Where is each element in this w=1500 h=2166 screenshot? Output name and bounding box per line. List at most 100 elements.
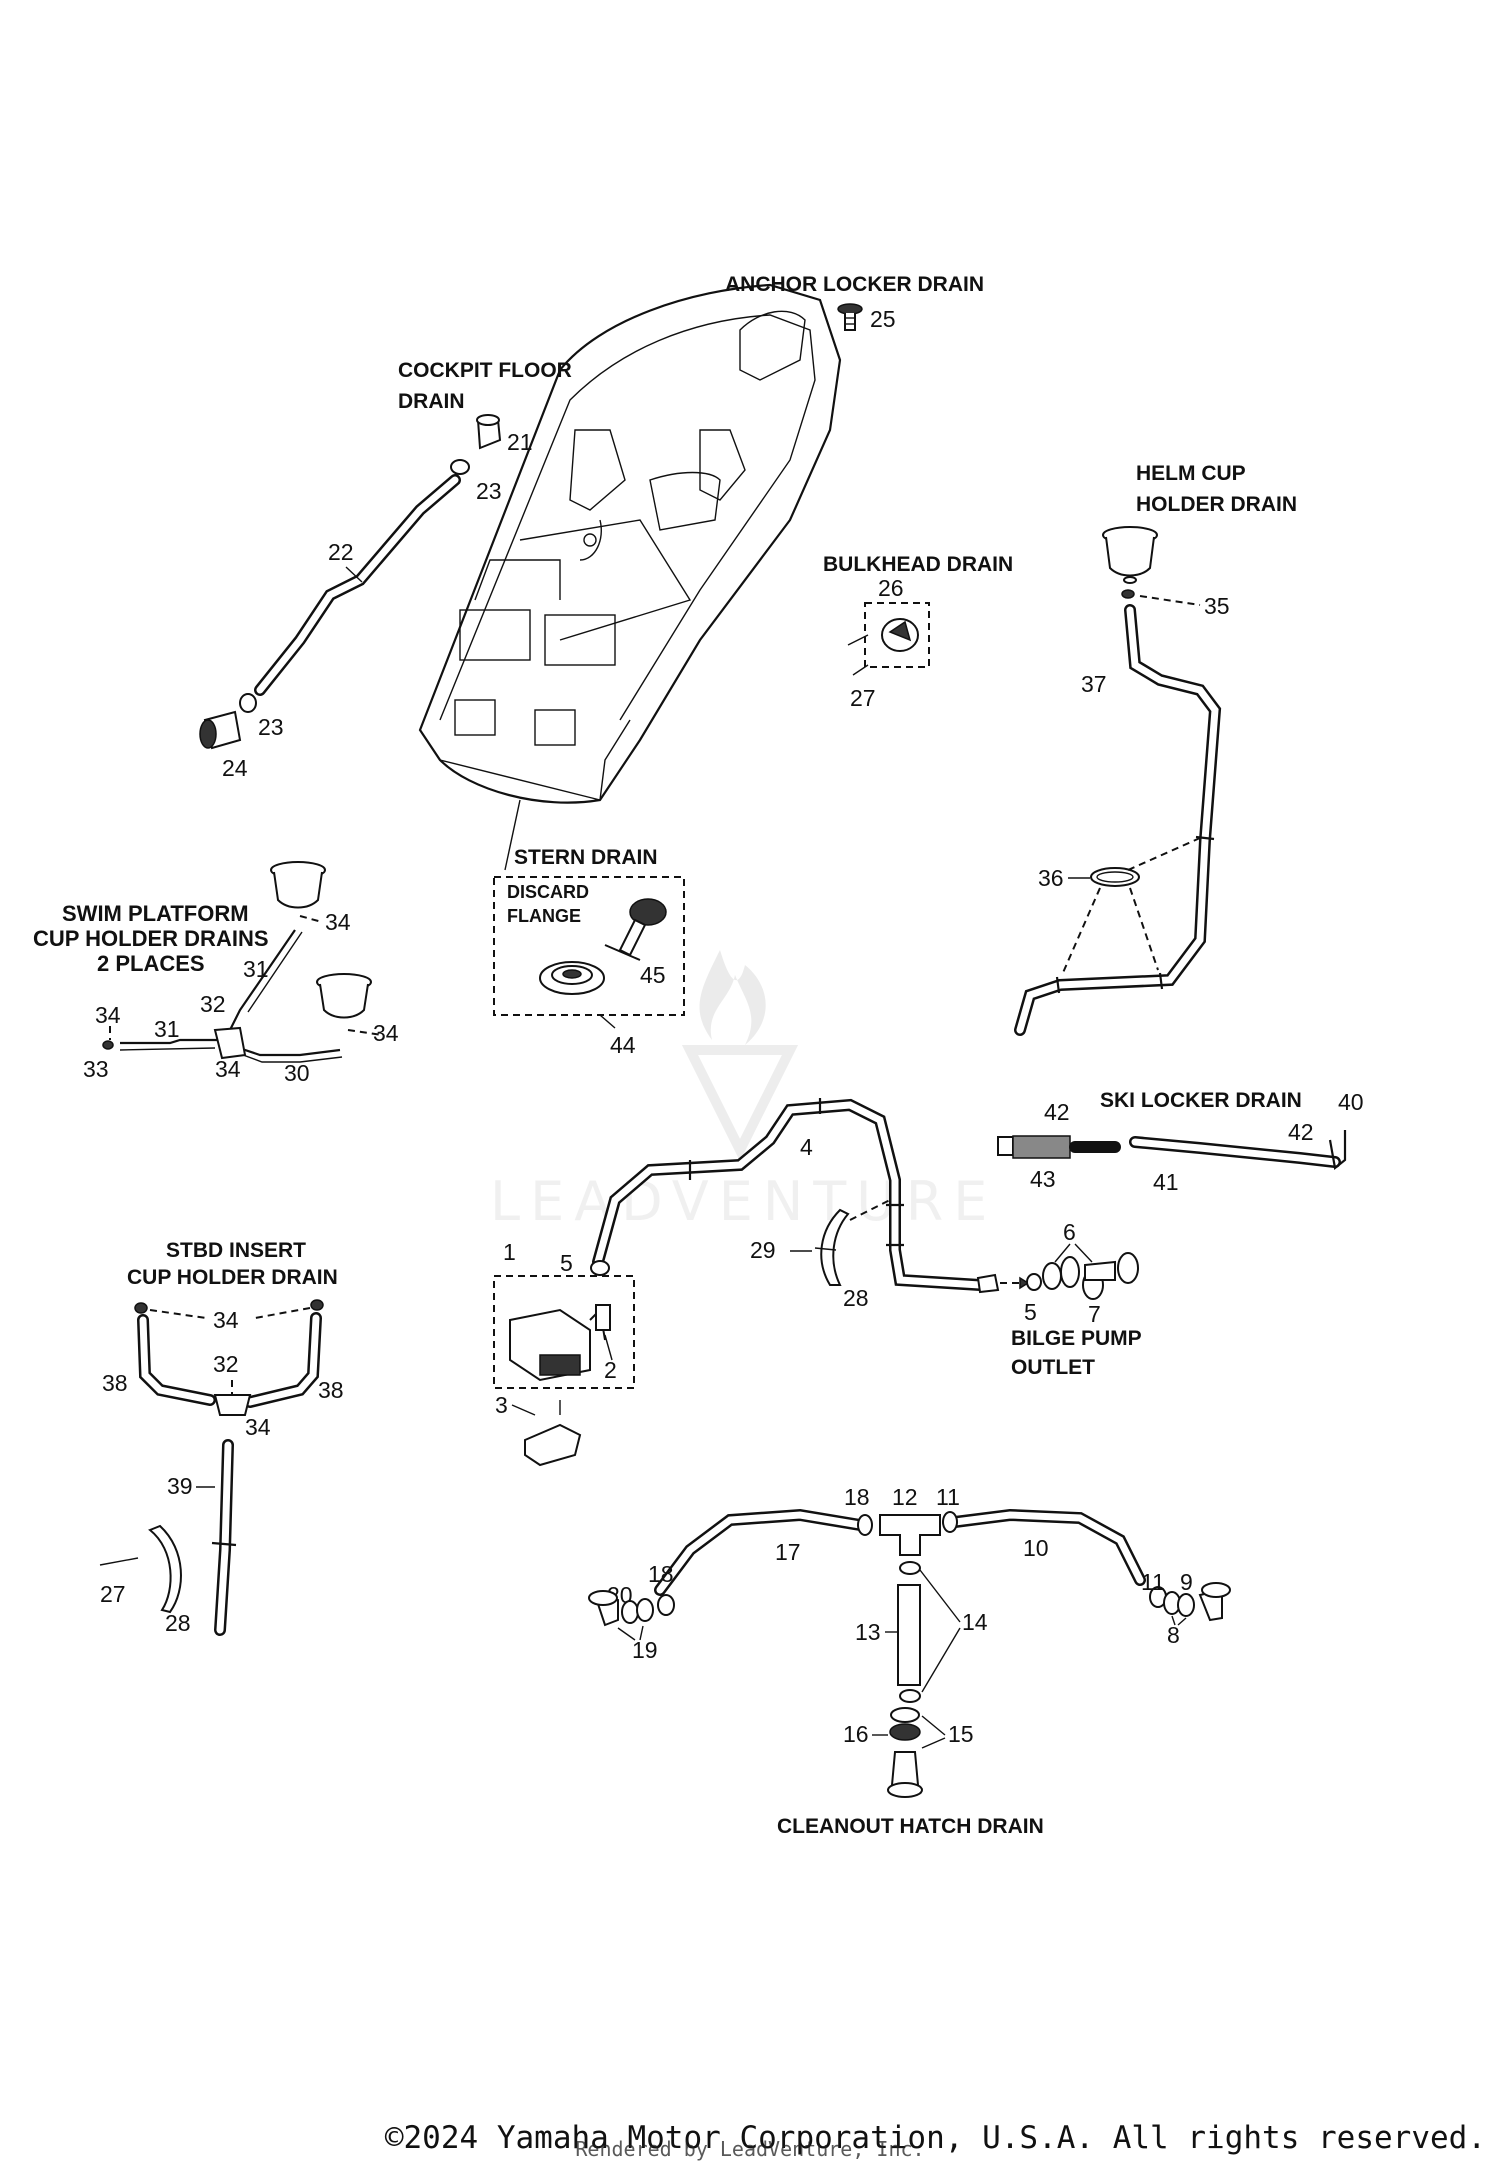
part-number-36: 36 <box>1038 865 1064 891</box>
hose-clamp-36 <box>1090 867 1140 887</box>
label-swim-2-places: 2 PLACES <box>97 951 205 976</box>
left-thru-hull-fitting <box>588 1590 619 1627</box>
part-number-44: 44 <box>610 1032 636 1058</box>
clamp-14-top <box>899 1561 921 1575</box>
pump-mount-base <box>524 1423 582 1467</box>
part-number-32-stbd: 32 <box>213 1351 239 1377</box>
part-number-22: 22 <box>328 539 354 565</box>
part-number-32-swim: 32 <box>200 991 226 1017</box>
part-number-1: 1 <box>503 1239 516 1265</box>
hose-bracket-28-stbd <box>148 1524 182 1614</box>
part-number-14: 14 <box>962 1609 988 1635</box>
label-cockpit-floor-drain-2: DRAIN <box>398 390 465 413</box>
part-number-4: 4 <box>800 1134 813 1160</box>
part-number-34-swim-bottom: 34 <box>215 1056 241 1082</box>
part-number-28-bilge: 28 <box>843 1285 869 1311</box>
helm-cup-holder <box>1102 526 1158 584</box>
bulkhead-drain-plug <box>881 618 919 652</box>
part-number-37: 37 <box>1081 671 1107 697</box>
outlet-nut-6 <box>1042 1256 1080 1290</box>
outlet-fitting <box>1084 1252 1139 1284</box>
part-number-19: 19 <box>632 1637 658 1663</box>
hose-bracket-28-bilge <box>820 1208 850 1286</box>
hose-clamp-23-top <box>450 459 470 475</box>
part-number-10: 10 <box>1023 1535 1049 1561</box>
part-number-38-left: 38 <box>102 1370 128 1396</box>
drain-fitting-24 <box>199 710 242 750</box>
part-number-11-top: 11 <box>936 1484 960 1510</box>
label-bulkhead-drain: BULKHEAD DRAIN <box>823 553 1013 576</box>
stern-drain-flange-44 <box>539 961 605 995</box>
part-number-13: 13 <box>855 1619 881 1645</box>
clamp-18-left <box>657 1594 675 1616</box>
part-number-18-left: 18 <box>648 1561 674 1587</box>
hose-clamp-23-bottom <box>239 693 257 713</box>
part-number-16: 16 <box>843 1721 869 1747</box>
label-anchor-locker-drain: ANCHOR LOCKER DRAIN <box>725 273 984 296</box>
part-number-7: 7 <box>1088 1301 1101 1327</box>
swim-cup-holder-top <box>270 861 326 909</box>
part-number-9: 9 <box>1180 1569 1193 1595</box>
part-number-28-stbd: 28 <box>165 1610 191 1636</box>
part-number-34-swim-top: 34 <box>325 909 351 935</box>
part-number-15: 15 <box>948 1721 974 1747</box>
part-number-27-stbd: 27 <box>100 1581 126 1607</box>
hose-clamp-5-outlet <box>1026 1273 1042 1291</box>
label-bilge-pump-outlet: BILGE PUMP <box>1011 1327 1142 1350</box>
part-number-27-bulkhead: 27 <box>850 685 876 711</box>
bilge-pump <box>509 1304 611 1382</box>
part-number-3: 3 <box>495 1392 508 1418</box>
part-number-33: 33 <box>83 1056 109 1082</box>
label-helm-cup-holder-drain: HELM CUP <box>1136 462 1246 485</box>
watermark-text: LEADVENTURE <box>490 1170 997 1233</box>
part-number-5-outlet: 5 <box>1024 1299 1037 1325</box>
clamp-14-bottom <box>899 1689 921 1703</box>
stbd-hoses-38 <box>137 1312 322 1408</box>
part-number-40: 40 <box>1338 1089 1364 1115</box>
cockpit-drain-fitting-21 <box>476 414 502 450</box>
label-ski-locker-drain: SKI LOCKER DRAIN <box>1100 1089 1302 1112</box>
part-number-26: 26 <box>878 575 904 601</box>
part-number-29: 29 <box>750 1237 776 1263</box>
bulkhead-drain-group-box <box>864 602 930 668</box>
part-number-39: 39 <box>167 1473 193 1499</box>
part-number-31-left: 31 <box>154 1016 180 1042</box>
stern-drain-group-box <box>493 876 685 1016</box>
part-number-23-bottom: 23 <box>258 714 284 740</box>
part-number-24: 24 <box>222 755 248 781</box>
part-number-34-swim-right: 34 <box>373 1020 399 1046</box>
clamp-18-top <box>857 1514 873 1536</box>
swim-drain-hoses <box>119 929 343 1063</box>
right-thru-hull-fitting <box>1198 1582 1231 1622</box>
part-number-34-stbd-top: 34 <box>213 1307 239 1333</box>
label-stern-drain: STERN DRAIN <box>514 846 658 869</box>
part-number-12: 12 <box>892 1484 918 1510</box>
nut-19 <box>636 1598 654 1622</box>
swim-cup-holder-right <box>316 973 372 1019</box>
part-number-43: 43 <box>1030 1166 1056 1192</box>
grommet-35 <box>1121 589 1135 599</box>
label-bilge-pump-outlet-2: OUTLET <box>1011 1356 1095 1379</box>
part-number-17: 17 <box>775 1539 801 1565</box>
part-number-42-left: 42 <box>1044 1099 1070 1125</box>
tee-fitting-12 <box>879 1514 941 1556</box>
label-discard-flange: DISCARD <box>507 882 589 902</box>
part-number-23-top: 23 <box>476 478 502 504</box>
ski-locker-fitting-43 <box>997 1135 1121 1159</box>
stbd-hose-39 <box>214 1439 234 1636</box>
label-swim-platform: SWIM PLATFORM <box>62 901 249 926</box>
part-number-41: 41 <box>1153 1169 1179 1195</box>
bilge-pump-group-box <box>493 1275 635 1389</box>
label-cleanout-hatch-drain: CLEANOUT HATCH DRAIN <box>777 1815 1044 1838</box>
hatch-drain-nut-15 <box>889 1707 921 1741</box>
label-cockpit-floor-drain: COCKPIT FLOOR <box>398 359 572 382</box>
label-swim-cup-holder-drains: CUP HOLDER DRAINS <box>33 926 269 951</box>
part-number-2: 2 <box>604 1357 617 1383</box>
part-number-35: 35 <box>1204 593 1230 619</box>
part-number-34-stbd-bottom: 34 <box>245 1414 271 1440</box>
part-number-5-pump: 5 <box>560 1250 573 1276</box>
hose-clamp-5-pump <box>590 1260 610 1276</box>
part-number-38-right: 38 <box>318 1377 344 1403</box>
stbd-tee-fitting <box>213 1394 252 1416</box>
